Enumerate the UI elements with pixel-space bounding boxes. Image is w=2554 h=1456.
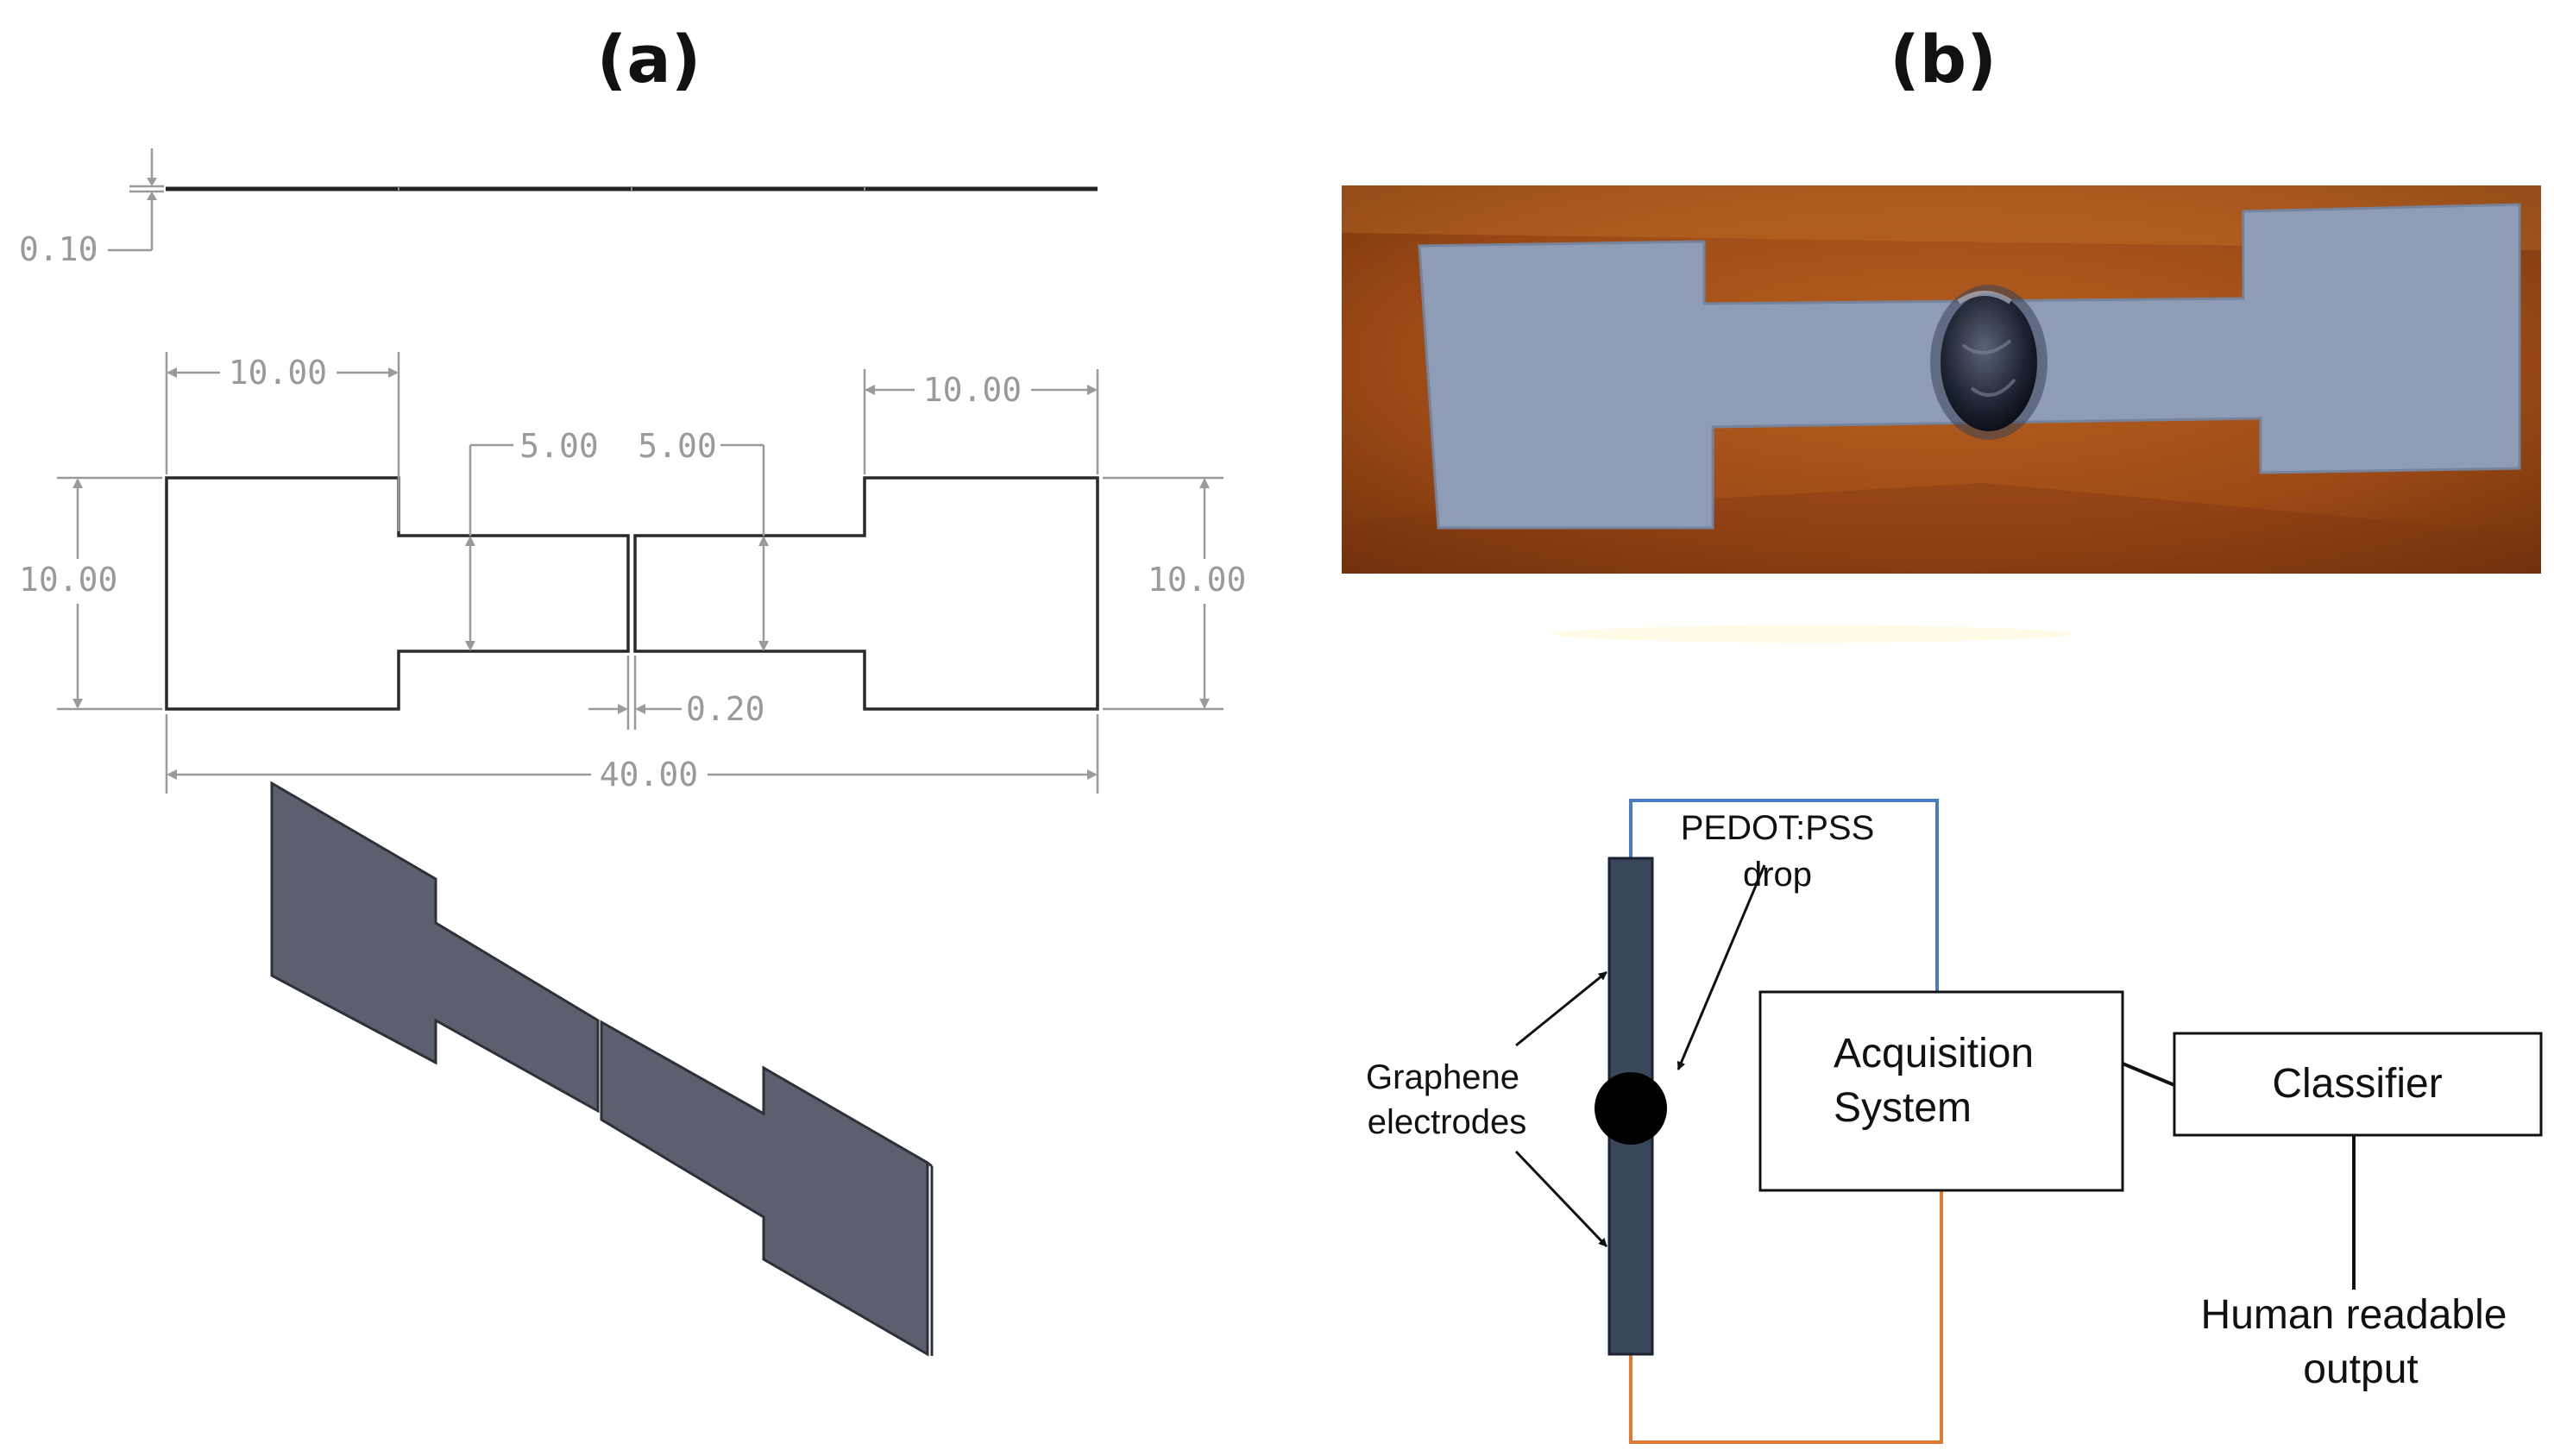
acquisition-label-line2: System bbox=[1834, 1085, 1972, 1131]
thickness-dimension: 0.10 bbox=[19, 148, 164, 268]
dim-right-neck: 5.00 bbox=[638, 427, 769, 651]
dim-right-neck-text: 5.00 bbox=[638, 427, 717, 465]
dim-gap-text: 0.20 bbox=[686, 690, 765, 728]
wire-bottom bbox=[1629, 1190, 1943, 1444]
sample-photo bbox=[1342, 185, 2541, 643]
acq-to-classifier-line bbox=[2122, 1062, 2175, 1087]
electrode-arrow-top bbox=[1515, 970, 1607, 1047]
classifier-box bbox=[2173, 1032, 2543, 1137]
electrode-arrow-bottom bbox=[1514, 1150, 1608, 1248]
iso-right-half bbox=[600, 1020, 929, 1357]
dim-left-height: 10.00 bbox=[19, 476, 162, 711]
isometric-part-view bbox=[270, 781, 934, 1357]
electrodes-label-line2: electrodes bbox=[1368, 1103, 1527, 1141]
acquisition-system-box bbox=[1758, 990, 2124, 1192]
dim-left-neck-text: 5.00 bbox=[519, 427, 599, 465]
dim-left-pad-text: 10.00 bbox=[229, 354, 327, 392]
classifier-label: Classifier bbox=[2272, 1061, 2442, 1107]
drop-label-line2: drop bbox=[1743, 856, 1812, 894]
dim-total-length: 40.00 bbox=[165, 714, 1099, 794]
dim-left-pad: 10.00 bbox=[165, 352, 400, 531]
drop-label-line1: PEDOT:PSS bbox=[1681, 809, 1875, 847]
acquisition-label-line1: Acquisition bbox=[1834, 1031, 2034, 1076]
dim-left-height-text: 10.00 bbox=[19, 561, 117, 599]
panel-label-b: (b) bbox=[1890, 21, 1997, 97]
output-label-line1: Human readable bbox=[2201, 1292, 2507, 1338]
dim-right-pad-text: 10.00 bbox=[923, 371, 1022, 409]
dim-right-height: 10.00 bbox=[1103, 476, 1246, 711]
output-label-line2: output bbox=[2303, 1346, 2418, 1392]
pedot-drop-circle bbox=[1595, 1072, 1667, 1145]
dim-total-text: 40.00 bbox=[600, 756, 698, 794]
dim-thickness: 0.10 bbox=[19, 230, 98, 268]
panel-label-a: (a) bbox=[597, 21, 701, 97]
technical-drawing: 0.10 10.00 10.00 bbox=[19, 148, 1246, 1357]
iso-left-half bbox=[270, 781, 600, 1114]
electrodes-label-line1: Graphene bbox=[1366, 1058, 1519, 1096]
dim-left-neck: 5.00 bbox=[465, 427, 599, 651]
part-left-half bbox=[165, 476, 630, 711]
wire-top bbox=[1629, 799, 1939, 992]
part-right-half bbox=[633, 476, 1099, 711]
dim-right-pad: 10.00 bbox=[863, 369, 1099, 474]
photo-drop bbox=[1941, 293, 2037, 431]
schematic-diagram: PEDOT:PSS drop Graphene electrodes Acqui… bbox=[1366, 799, 2543, 1444]
dim-gap: 0.20 bbox=[588, 656, 765, 730]
dim-right-height-text: 10.00 bbox=[1148, 561, 1246, 599]
drop-arrow bbox=[1676, 864, 1766, 1070]
